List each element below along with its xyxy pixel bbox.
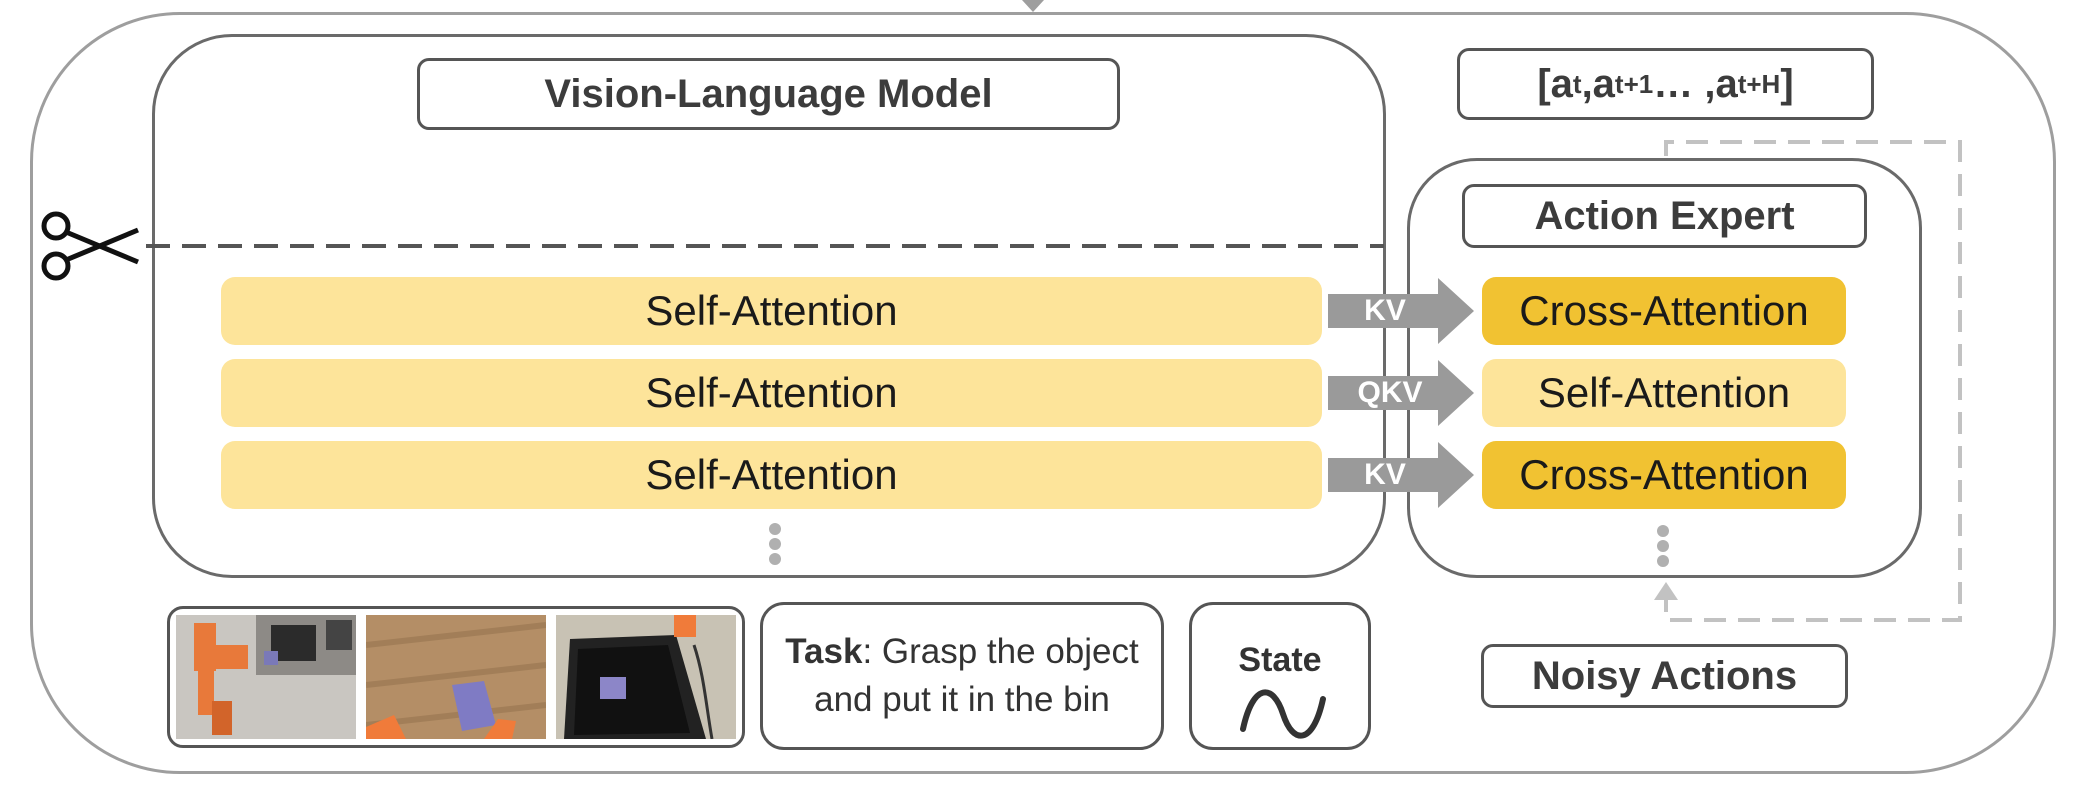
state-label: State <box>1238 641 1322 679</box>
bin-camera-image <box>556 615 736 739</box>
ae-ellipsis-dot <box>1657 525 1669 537</box>
noisy-actions: Noisy Actions <box>1481 644 1848 708</box>
vlm-title: Vision-Language Model <box>417 58 1120 130</box>
camera-images <box>167 606 745 748</box>
vlm-ellipsis-dot <box>769 523 781 535</box>
ae-cross-attention-1: Cross-Attention <box>1482 277 1846 345</box>
ae-cross-attention-2: Cross-Attention <box>1482 441 1846 509</box>
vlm-ellipsis-dot <box>769 538 781 550</box>
outer-boundary <box>30 12 2056 774</box>
cut-line <box>146 244 1384 248</box>
state-box: State <box>1189 602 1371 750</box>
qkv-arrow <box>1328 360 1474 426</box>
vlm-self-attention-2: Self-Attention <box>221 359 1322 427</box>
task-text: : Grasp the object and put it in the bin <box>814 632 1139 719</box>
robot-arm-image <box>176 615 356 739</box>
kv-label-1: KV <box>1364 294 1406 327</box>
ae-self-attention: Self-Attention <box>1482 359 1846 427</box>
scissors-icon <box>41 211 139 281</box>
vlm-ellipsis-dot <box>769 553 781 565</box>
vlm-self-attention-3: Self-Attention <box>221 441 1322 509</box>
action-expert-title: Action Expert <box>1462 184 1867 248</box>
sine-wave-icon <box>1240 689 1326 739</box>
task-label: Task <box>785 632 863 671</box>
kv-arrow-2 <box>1328 442 1474 508</box>
qkv-label: QKV <box>1357 376 1423 409</box>
incoming-arrow <box>1022 0 1044 12</box>
ae-ellipsis-dot <box>1657 540 1669 552</box>
vlm-self-attention-1: Self-Attention <box>221 277 1322 345</box>
wrist-camera-image <box>366 615 546 739</box>
task-instruction: Task: Grasp the object and put it in the… <box>760 602 1164 750</box>
kv-arrow-1 <box>1328 278 1474 344</box>
kv-label-2: KV <box>1364 458 1406 491</box>
feedback-loop <box>1654 140 1962 622</box>
ae-ellipsis-dot <box>1657 555 1669 567</box>
